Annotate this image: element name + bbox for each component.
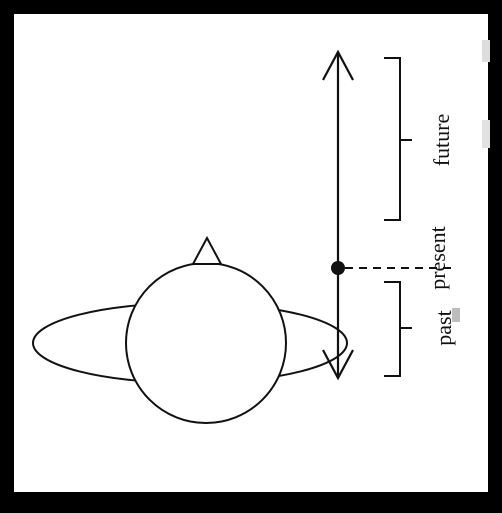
future-label: future xyxy=(429,114,454,167)
present-dot xyxy=(331,261,345,275)
diagram-canvas xyxy=(14,14,488,492)
present-label: present xyxy=(425,226,450,290)
faint-mark xyxy=(482,120,490,148)
past-label: past xyxy=(431,310,456,345)
head-circle xyxy=(126,263,286,423)
faint-mark xyxy=(482,40,490,62)
